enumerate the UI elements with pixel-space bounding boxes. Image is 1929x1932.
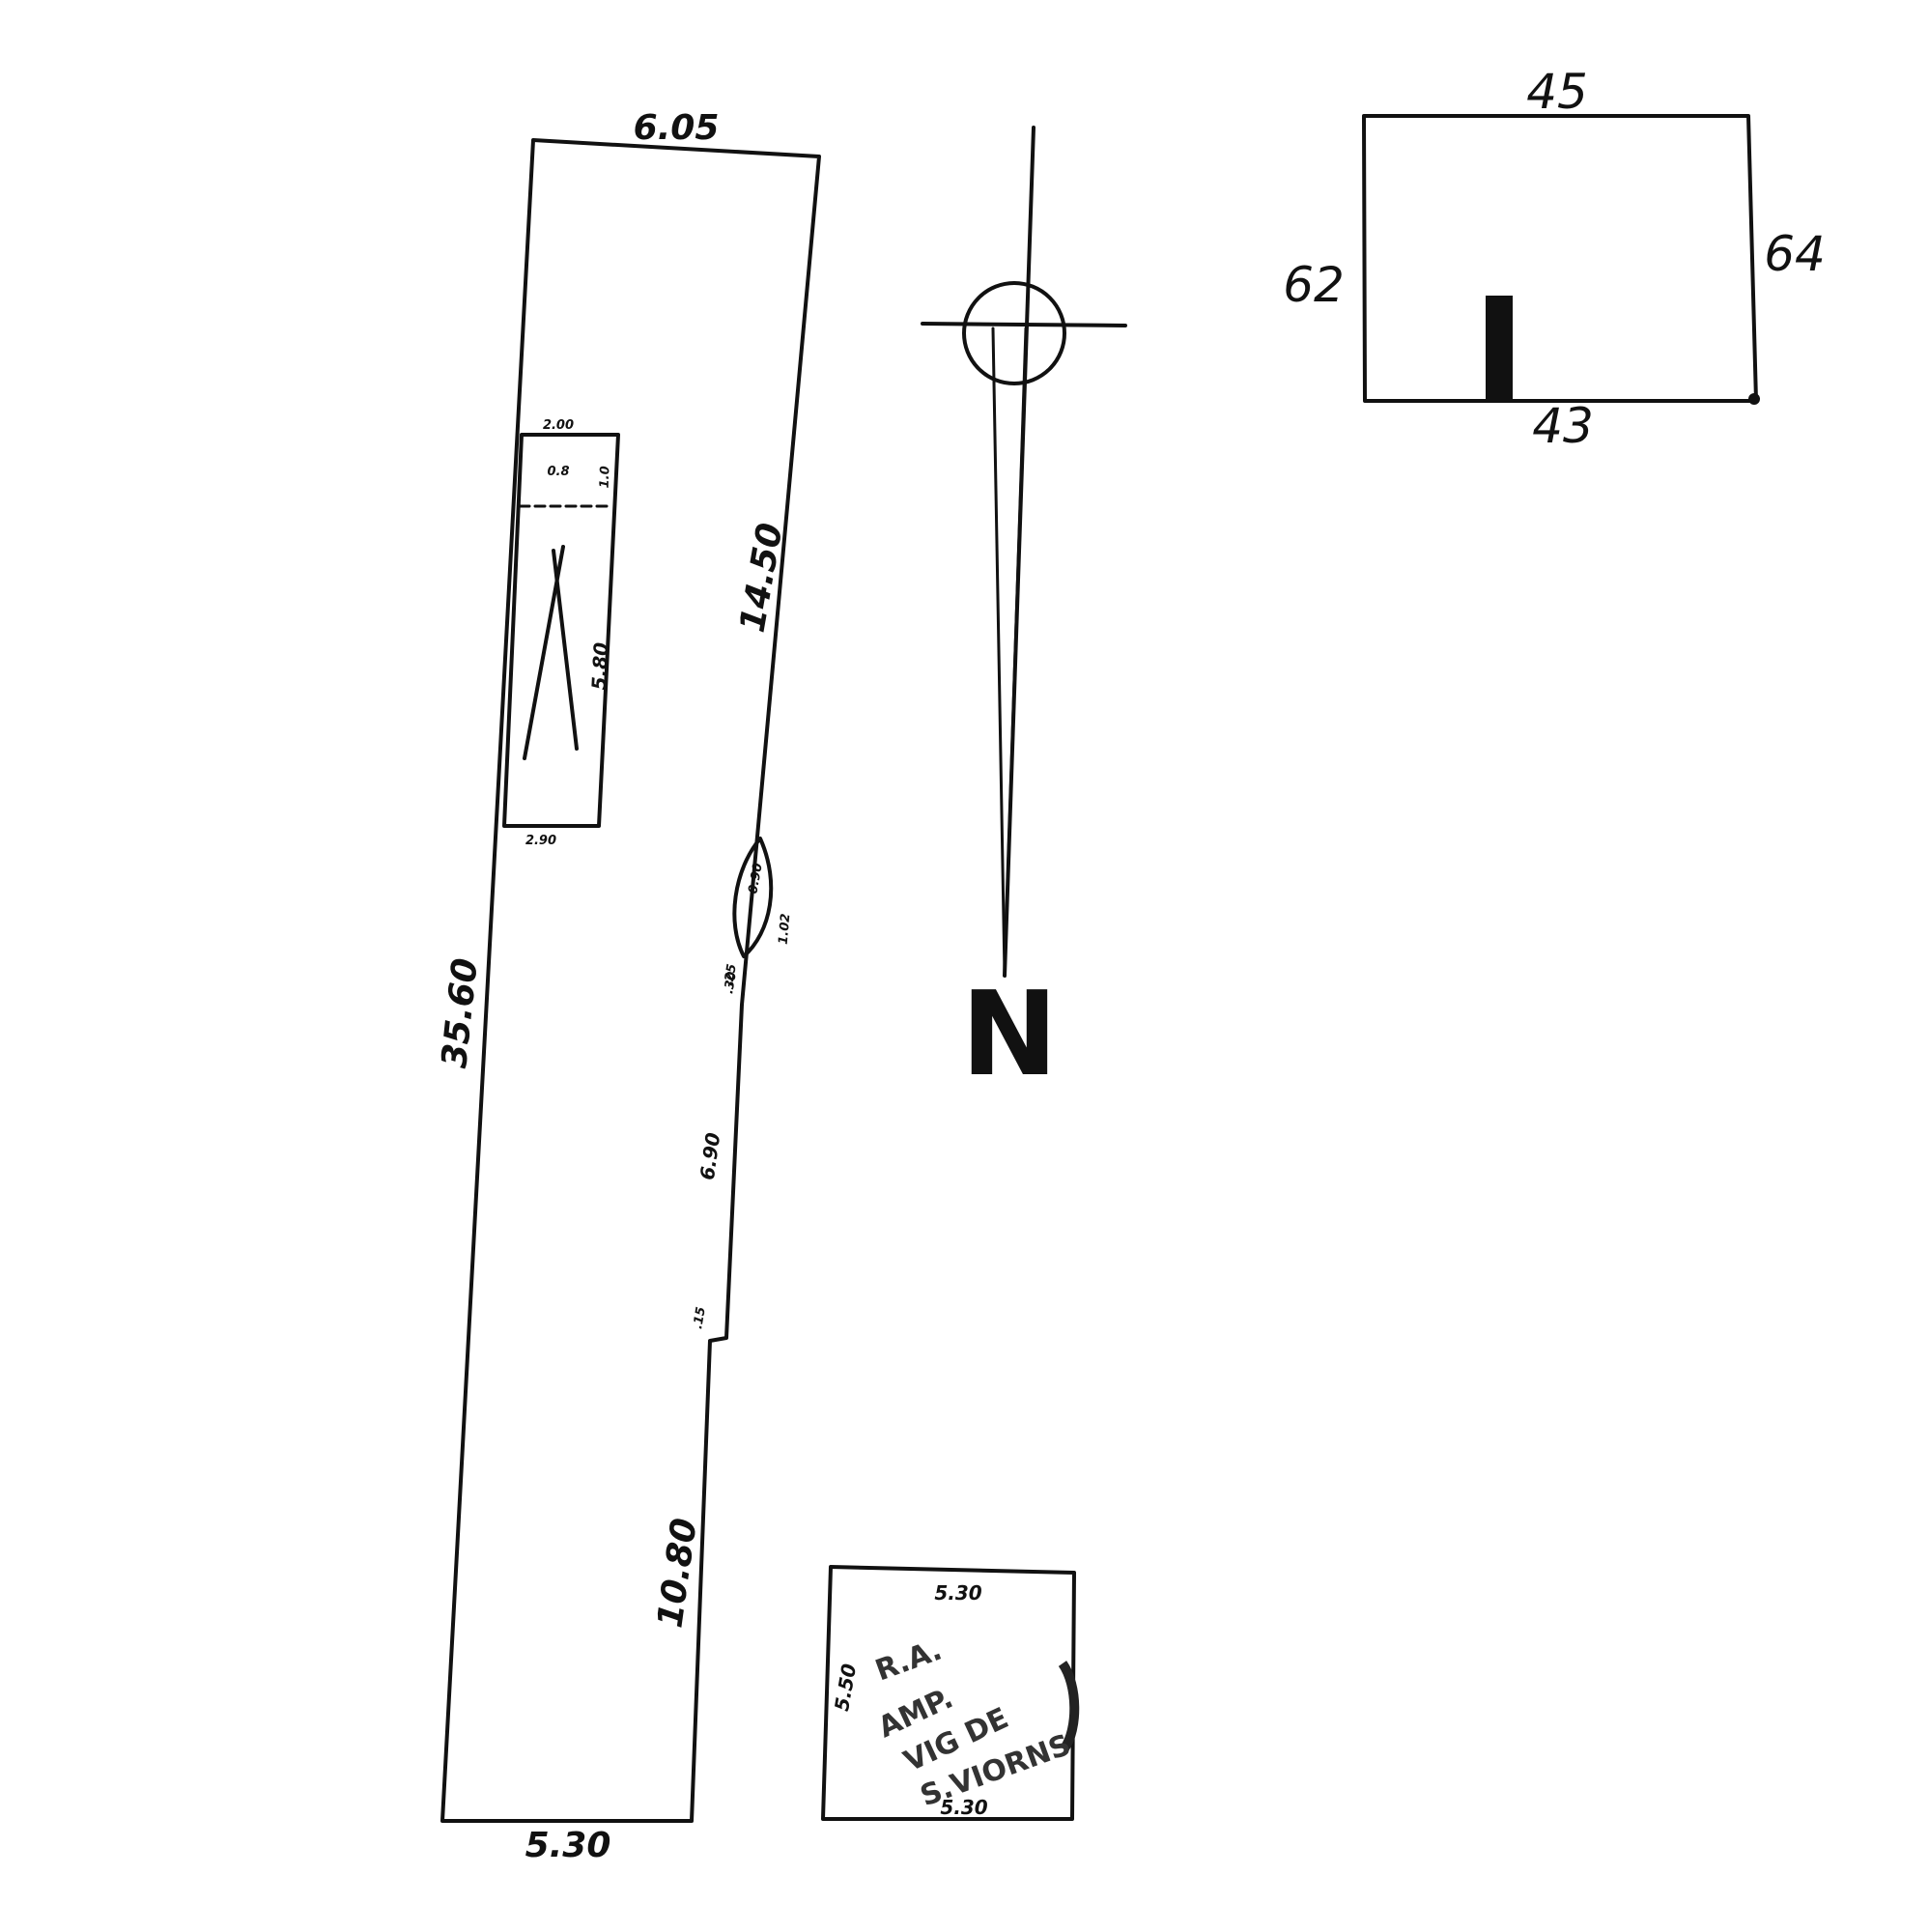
block-plan-top-dimension: 45 (1526, 64, 1588, 120)
legend-box-bottom-dimension: 5.30 (940, 1796, 987, 1819)
north-arrow-circle (962, 281, 1066, 385)
north-arrow-needle (991, 327, 1028, 976)
parcel-left-dimension: 35.60 (435, 956, 486, 1070)
legend-box-outline (821, 1565, 1076, 1821)
inner-structure-side-top-dimension: 1.0 (598, 466, 613, 489)
parcel: 6.05 14.50 6.90 10.80 35.60 5.30 .15 .30 (435, 108, 821, 1865)
north-arrow-letter: N (961, 968, 1058, 1102)
parcel-notch-dimension-b: .30 (722, 971, 740, 995)
inner-structure: 2.00 0.8 1.0 5.80 2.90 (502, 418, 620, 848)
parcel-outline (440, 138, 821, 1823)
legend-box-line-1: R.A. (871, 1634, 947, 1689)
block-plan-marker (1486, 296, 1513, 401)
arc-feature-bottom-dimension: .25 (722, 963, 740, 987)
inner-structure-top-dimension: 2.00 (543, 418, 574, 433)
parcel-right-lower-dimension: 10.80 (650, 1516, 704, 1630)
legend-box: 5.30 5.50 R.A. AMP. VIG DE S.VIORNS 5.30 (821, 1565, 1080, 1821)
block-plan: 45 62 64 43 (1283, 64, 1826, 454)
block-plan-right-dimension: 64 (1764, 226, 1826, 282)
inner-structure-side-dimension: 5.80 (587, 641, 613, 691)
arc-feature-right-dimension: 1.02 (777, 913, 794, 945)
legend-box-top-dimension: 5.30 (934, 1581, 981, 1605)
block-plan-corner-dot (1748, 393, 1760, 405)
arc-feature-top-dimension: 0.90 (746, 862, 765, 895)
block-plan-outline (1362, 114, 1758, 403)
north-arrow-crossbar (921, 322, 1127, 327)
parcel-notch-dimension-a: .15 (691, 1306, 709, 1330)
parcel-right-middle-dimension: 6.90 (695, 1131, 725, 1181)
block-plan-bottom-dimension: 43 (1532, 398, 1594, 454)
inner-structure-outline (502, 433, 620, 828)
inner-structure-bottom-dimension: 2.90 (525, 834, 556, 848)
block-plan-left-dimension: 62 (1283, 257, 1345, 313)
legend-box-left-dimension: 5.50 (830, 1662, 861, 1713)
legend-box-edge-mark (1058, 1661, 1080, 1751)
inner-structure-cross-b (552, 549, 579, 751)
parcel-bottom-dimension: 5.30 (525, 1826, 611, 1865)
arc-feature: 0.90 1.02 .25 (722, 837, 794, 987)
inner-structure-small-dimension: 0.8 (547, 465, 569, 479)
north-arrow: N (921, 126, 1127, 1102)
parcel-top-dimension: 6.05 (634, 108, 720, 148)
arc-feature-shape (732, 837, 774, 958)
